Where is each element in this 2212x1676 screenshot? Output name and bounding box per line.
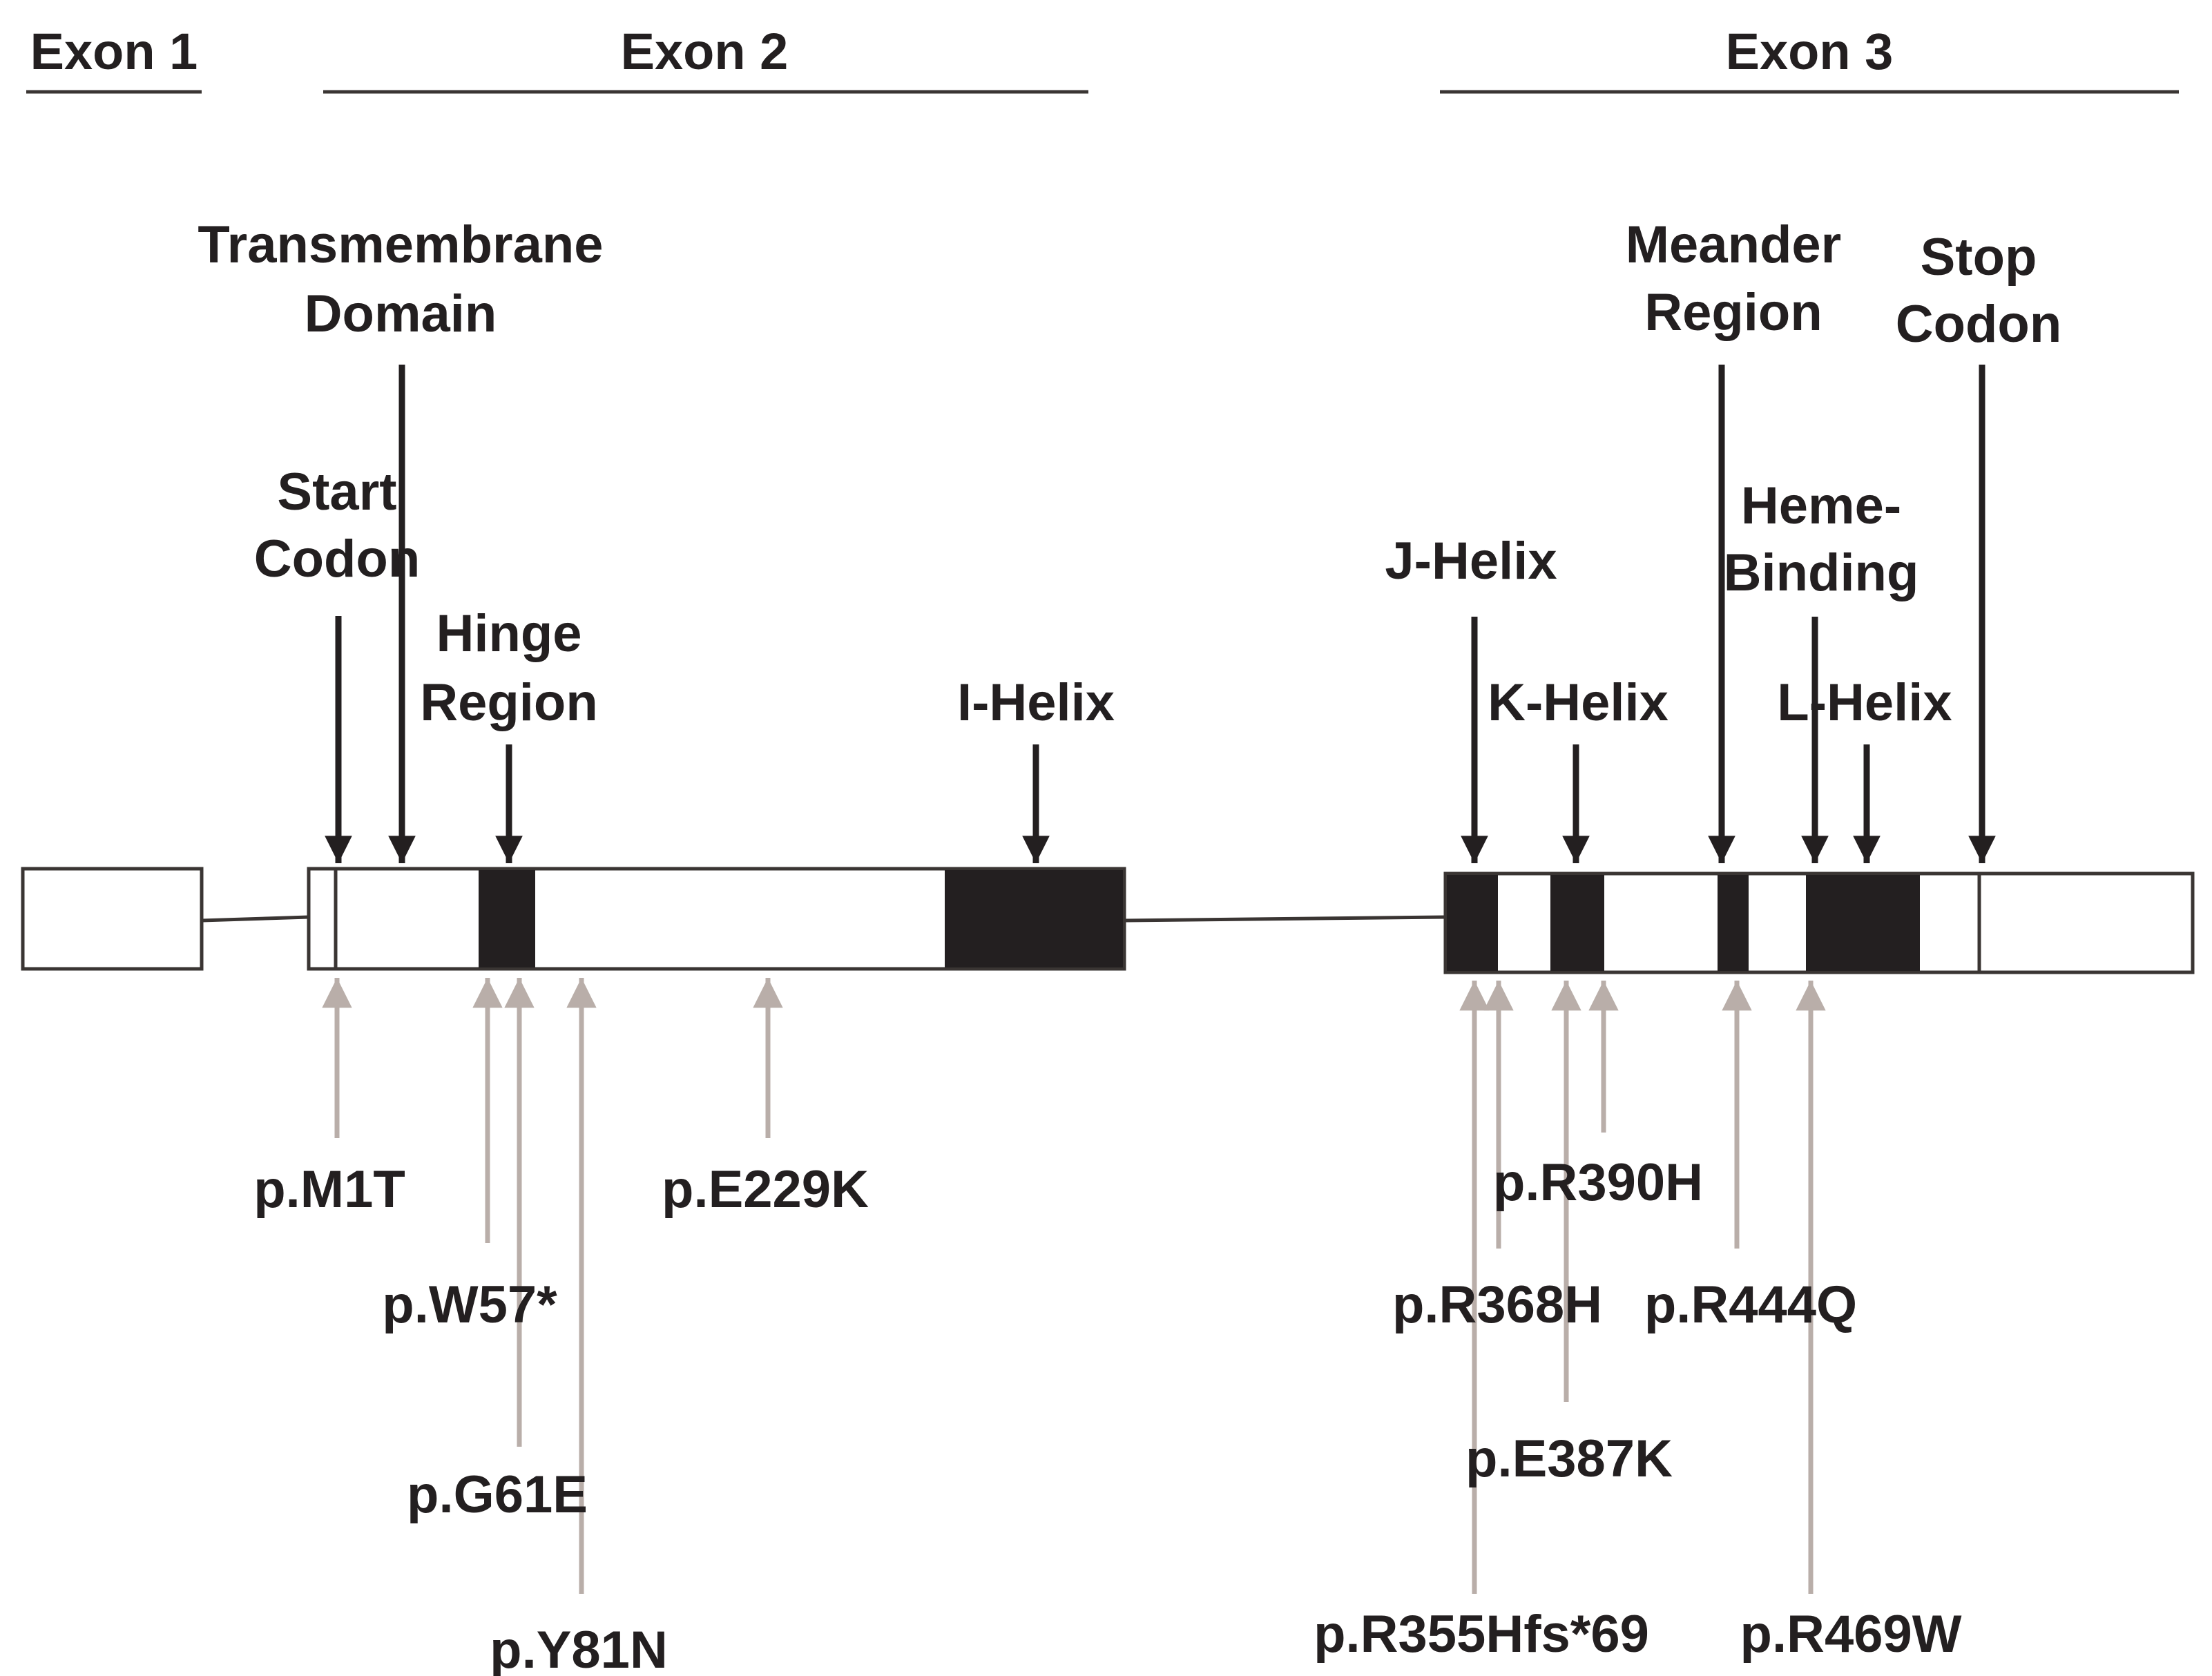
meander-region-block [1718,875,1749,971]
start-codon-label-line1: Start [277,463,396,521]
start-codon-label-line2: Codon [254,530,421,588]
m1t-label: p.M1T [253,1160,405,1219]
k-helix-label: K-Helix [1488,673,1668,732]
mutation-arrows [322,978,1826,1594]
feature-labels: Transmembrane Domain Start Codon Hinge R… [198,215,2061,732]
exon-1-box [21,867,204,971]
exon-3-label: Exon 3 [1726,23,1894,80]
r469w-label: p.R469W [1740,1605,1962,1664]
e229k-label: p.E229K [662,1160,869,1219]
w57-label: p.W57* [382,1275,557,1334]
stop-codon-label-line2: Codon [1896,295,2062,354]
exon-2-label: Exon 2 [621,23,789,80]
feature-arrows [325,365,1996,863]
heme-binding-label-line1: Heme- [1741,476,1901,535]
hinge-region-block [479,870,535,967]
meander-region-label-line1: Meander [1626,215,1842,274]
k-helix-block [1550,875,1604,971]
r390h-label: p.R390H [1493,1153,1703,1212]
j-helix-block [1447,875,1498,971]
i-helix-label: I-Helix [957,673,1115,732]
intron-1-line [201,915,309,923]
transmembrane-label-line1: Transmembrane [198,215,603,274]
y81n-label: p.Y81N [490,1621,668,1676]
hinge-region-label-line1: Hinge [436,604,581,663]
stop-codon-label-line1: Stop [1921,228,2037,287]
l-helix-label: L-Helix [1777,673,1952,732]
r444q-label: p.R444Q [1644,1275,1857,1334]
meander-region-label-line2: Region [1644,283,1823,342]
hinge-region-label-line2: Region [420,673,598,732]
heme-binding-label-line2: Binding [1724,543,1919,602]
r368h-label: p.R368H [1392,1275,1602,1334]
g61e-label: p.G61E [407,1465,588,1524]
r355-label: p.R355Hfs*69 [1314,1605,1649,1664]
l-helix-heme-block [1806,875,1920,971]
i-helix-block [945,870,1123,967]
mutation-labels: p.M1T p.W57* p.G61E p.Y81N p.E229K p.R35… [253,1153,1962,1676]
transmembrane-label-line2: Domain [305,285,497,343]
exon-1-label: Exon 1 [30,23,198,80]
exon-header: Exon 1 Exon 2 Exon 3 [26,23,2179,94]
intron-2-line [1124,915,1446,923]
gene-structure [21,867,2195,974]
j-helix-label: J-Helix [1385,532,1557,590]
e387k-label: p.E387K [1465,1429,1673,1488]
